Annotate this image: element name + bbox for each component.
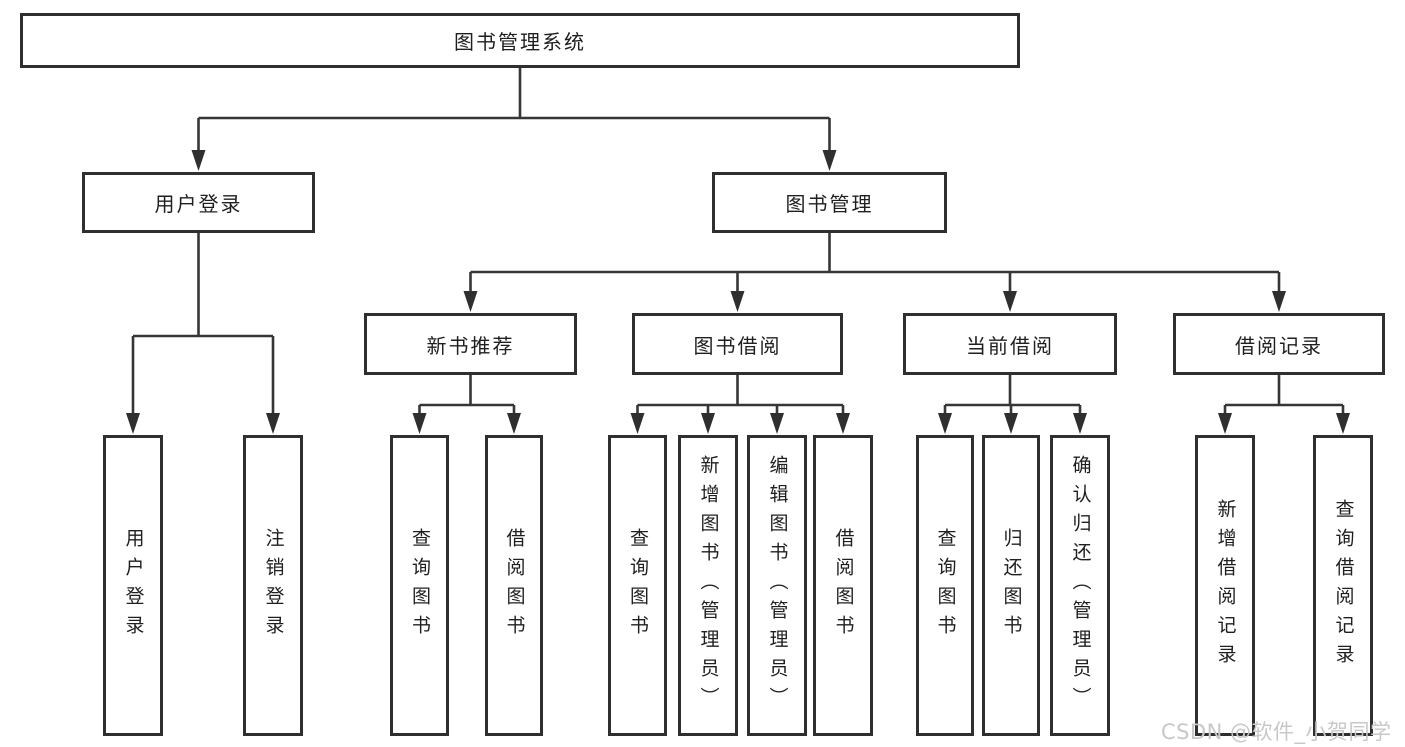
- node-library-system: 图书管理系统: [20, 13, 1020, 68]
- node-user-login-label: 用户登录: [154, 192, 243, 216]
- connector: [418, 374, 516, 416]
- leaf-logout-label: 注销登录: [262, 527, 285, 644]
- node-library-system-label: 图书管理系统: [454, 30, 586, 54]
- csdn-watermark: CSDN @软件_小贺同学: [1161, 720, 1392, 744]
- leaf-add-borrow-record: 新增借阅记录: [1195, 435, 1255, 736]
- arrowhead: [1218, 413, 1232, 434]
- leaf-recommend-borrow-books: 借阅图书: [485, 435, 543, 736]
- leaf-edit-books-admin: 编辑图书（管理员）: [747, 435, 807, 736]
- leaf-recommend-borrow-books-label: 借阅图书: [503, 527, 526, 644]
- node-borrow-records: 借阅记录: [1173, 313, 1385, 375]
- arrowhead: [412, 413, 427, 434]
- leaf-confirm-return-admin-label: 确认归还（管理员）: [1069, 455, 1092, 716]
- leaf-recommend-query-books-label: 查询图书: [409, 527, 431, 644]
- leaf-current-query-books: 查询图书: [916, 435, 974, 736]
- node-book-management-label: 图书管理: [785, 192, 874, 216]
- arrowhead: [938, 413, 952, 434]
- leaf-user-login-label: 用户登录: [122, 527, 145, 644]
- connector: [943, 374, 1082, 416]
- connector: [197, 68, 831, 153]
- leaf-add-borrow-record-label: 新增借阅记录: [1214, 498, 1237, 673]
- leaf-return-books: 归还图书: [982, 435, 1040, 736]
- leaf-query-borrow-record: 查询借阅记录: [1313, 435, 1373, 736]
- arrowhead: [701, 413, 715, 434]
- connector: [1223, 374, 1345, 416]
- leaf-edit-books-admin-label: 编辑图书（管理员）: [766, 455, 789, 716]
- leaf-recommend-query-books: 查询图书: [390, 435, 449, 736]
- node-current-borrow-label: 当前借阅: [966, 333, 1054, 358]
- leaf-borrow-query-books-label: 查询图书: [627, 527, 649, 644]
- arrowhead: [126, 413, 140, 434]
- leaf-borrow-query-books: 查询图书: [608, 435, 667, 736]
- leaf-add-books-admin-label: 新增图书（管理员）: [697, 455, 720, 716]
- node-current-borrow: 当前借阅: [903, 313, 1117, 375]
- leaf-logout: 注销登录: [243, 435, 303, 736]
- arrowhead: [1003, 291, 1017, 312]
- arrowhead: [463, 291, 478, 312]
- leaf-current-query-books-label: 查询图书: [934, 527, 957, 644]
- arrowhead: [507, 413, 521, 434]
- node-new-book-recommend-label: 新书推荐: [426, 333, 515, 358]
- node-book-borrow-label: 图书借阅: [693, 333, 782, 358]
- node-user-login: 用户登录: [82, 172, 315, 233]
- arrowhead: [191, 150, 206, 171]
- arrowhead: [1336, 413, 1350, 434]
- arrowhead: [822, 150, 837, 171]
- leaf-user-login: 用户登录: [103, 435, 163, 736]
- arrowhead: [1073, 413, 1087, 434]
- arrowhead: [630, 413, 645, 434]
- leaf-add-books-admin: 新增图书（管理员）: [678, 435, 738, 736]
- node-book-management: 图书管理: [712, 172, 947, 233]
- node-new-book-recommend: 新书推荐: [364, 313, 577, 375]
- leaf-borrow-books-label: 借阅图书: [832, 527, 855, 644]
- leaf-confirm-return-admin: 确认归还（管理员）: [1050, 435, 1110, 736]
- arrowhead: [1272, 291, 1286, 312]
- arrowhead: [1004, 413, 1018, 434]
- arrowhead: [730, 291, 745, 312]
- arrowhead: [266, 413, 280, 434]
- node-book-borrow: 图书借阅: [632, 313, 843, 375]
- arrowhead: [836, 413, 850, 434]
- node-borrow-records-label: 借阅记录: [1235, 333, 1323, 358]
- connector: [131, 232, 275, 416]
- leaf-borrow-books: 借阅图书: [813, 435, 873, 736]
- connector: [469, 232, 1281, 296]
- arrowhead: [770, 413, 784, 434]
- leaf-return-books-label: 归还图书: [1000, 527, 1023, 644]
- connector: [636, 374, 845, 416]
- leaf-query-borrow-record-label: 查询借阅记录: [1332, 498, 1355, 673]
